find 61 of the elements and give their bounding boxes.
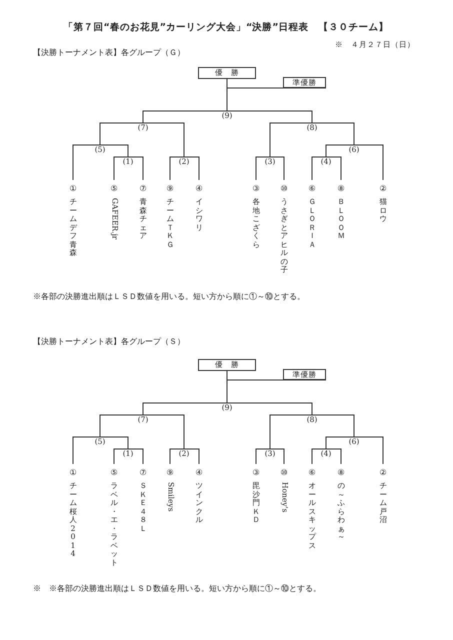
bracket-line bbox=[326, 448, 342, 464]
bracket-line bbox=[270, 448, 284, 464]
footnote: ※ ※各部の決勝進出順はＬＳＤ数値を用いる。短い方から順に①～⑩とする。 bbox=[33, 584, 321, 594]
bracket-line bbox=[142, 110, 228, 124]
bracket-line bbox=[312, 122, 354, 146]
bracket-line bbox=[184, 156, 200, 180]
bracket-line bbox=[326, 144, 354, 158]
seed-number: ① bbox=[68, 184, 78, 194]
title: 「第７回“春のお花見”カーリング大会」“決勝”日程表 【３０チーム】 bbox=[64, 22, 388, 33]
bracket-line bbox=[270, 156, 284, 180]
bracket-line bbox=[270, 414, 312, 450]
bracket-line bbox=[142, 122, 184, 158]
section-heading: 【決勝トーナメント表】各グループ（Ｇ） bbox=[33, 48, 185, 58]
seed-number: ⑨ bbox=[166, 468, 174, 478]
bracket-line bbox=[184, 448, 200, 464]
seed-number: ③ bbox=[252, 184, 260, 194]
seed-number: ⑤ bbox=[110, 468, 118, 478]
bracket-line bbox=[312, 414, 354, 438]
footnote: ※各部の決勝進出順はＬＳＤ数値を用いる。短い方から順に①～⑩とする。 bbox=[33, 292, 305, 302]
seed-number: ⑧ bbox=[336, 468, 346, 478]
bracket-line bbox=[72, 436, 100, 464]
seed-number: ⑧ bbox=[336, 184, 346, 194]
seed-number: ⑤ bbox=[110, 184, 118, 194]
bracket-line bbox=[128, 156, 144, 180]
bracket-line bbox=[142, 414, 184, 450]
bracket-line bbox=[354, 436, 384, 464]
bracket-line bbox=[326, 156, 342, 180]
section-heading: 【決勝トーナメント表】各グループ（Ｓ） bbox=[33, 337, 185, 347]
bracket-line bbox=[114, 156, 128, 180]
bracket-line bbox=[72, 144, 100, 180]
bracket-line bbox=[326, 436, 354, 450]
bracket-line bbox=[312, 448, 326, 464]
seed-number: ④ bbox=[194, 468, 204, 478]
bracket-line bbox=[114, 448, 128, 464]
bracket-line bbox=[142, 402, 228, 416]
seed-number: ⑩ bbox=[280, 468, 288, 478]
seed-number: ① bbox=[68, 468, 78, 478]
bracket-line bbox=[270, 122, 312, 158]
seed-number: ② bbox=[378, 184, 388, 194]
bracket-line bbox=[312, 156, 326, 180]
seed-number: ⑨ bbox=[166, 184, 174, 194]
bracket-line bbox=[226, 110, 312, 124]
seed-number: ⑦ bbox=[138, 184, 148, 194]
bracket-line bbox=[100, 436, 128, 450]
bracket-line bbox=[256, 448, 270, 464]
bracket-line bbox=[354, 144, 384, 180]
bracket-line bbox=[128, 448, 144, 464]
bracket-line bbox=[170, 448, 184, 464]
bracket-line bbox=[100, 414, 144, 438]
seed-number: ③ bbox=[252, 468, 260, 478]
seed-number: ⑥ bbox=[308, 184, 316, 194]
seed-number: ⑦ bbox=[138, 468, 148, 478]
seed-number: ⑥ bbox=[308, 468, 316, 478]
bracket-line bbox=[256, 156, 270, 180]
seed-number: ④ bbox=[194, 184, 204, 194]
bracket-line bbox=[100, 144, 128, 158]
bracket-line bbox=[170, 156, 184, 180]
bracket-line bbox=[226, 402, 312, 416]
seed-number: ② bbox=[378, 468, 388, 478]
bracket-line bbox=[100, 122, 144, 146]
seed-number: ⑩ bbox=[280, 184, 288, 194]
